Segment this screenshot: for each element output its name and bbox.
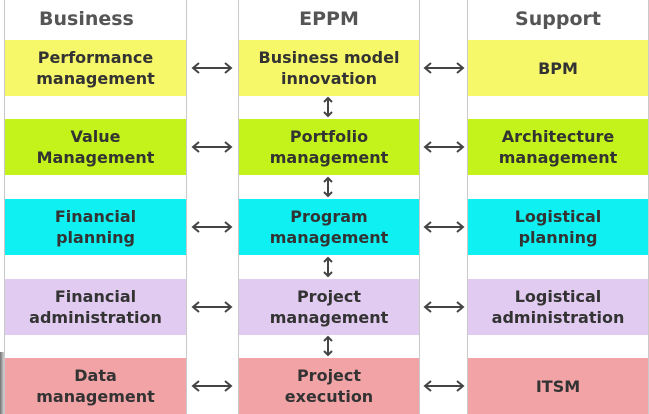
eppm-box-1: Business model innovation — [239, 40, 419, 96]
vertical-double-arrow-icon — [323, 256, 333, 278]
double-arrow-icon — [191, 141, 233, 153]
eppm-box-2: Portfolio management — [239, 119, 419, 175]
double-arrow-icon — [191, 62, 233, 74]
business-box-5: Data management — [5, 358, 186, 414]
vertical-double-arrow-icon — [323, 96, 333, 118]
double-arrow-icon — [191, 301, 233, 313]
support-header: Support — [515, 8, 601, 30]
left-edge-shadow — [0, 352, 6, 414]
support-box-1: BPM — [468, 40, 648, 96]
eppm-box-5: Project execution — [239, 358, 419, 414]
eppm-box-4: Project management — [239, 279, 419, 335]
eppm-box-3: Program management — [239, 199, 419, 255]
double-arrow-icon — [423, 62, 465, 74]
double-arrow-icon — [423, 301, 465, 313]
support-box-5: ITSM — [468, 358, 648, 414]
vertical-double-arrow-icon — [323, 176, 333, 198]
business-box-1: Performance management — [5, 40, 186, 96]
support-box-4: Logistical administration — [468, 279, 648, 335]
double-arrow-icon — [423, 221, 465, 233]
support-box-3: Logistical planning — [468, 199, 648, 255]
business-box-3: Financial planning — [5, 199, 186, 255]
eppm-header: EPPM — [299, 8, 359, 30]
double-arrow-icon — [423, 380, 465, 392]
double-arrow-icon — [423, 141, 465, 153]
business-box-2: Value Management — [5, 119, 186, 175]
double-arrow-icon — [191, 221, 233, 233]
business-box-4: Financial administration — [5, 279, 186, 335]
support-box-2: Architecture management — [468, 119, 648, 175]
business-header: Business — [39, 8, 134, 30]
support-column: Support BPM Architecture management Logi… — [467, 0, 649, 414]
business-column: Business Performance management Value Ma… — [4, 0, 187, 414]
vertical-double-arrow-icon — [323, 335, 333, 357]
double-arrow-icon — [191, 380, 233, 392]
